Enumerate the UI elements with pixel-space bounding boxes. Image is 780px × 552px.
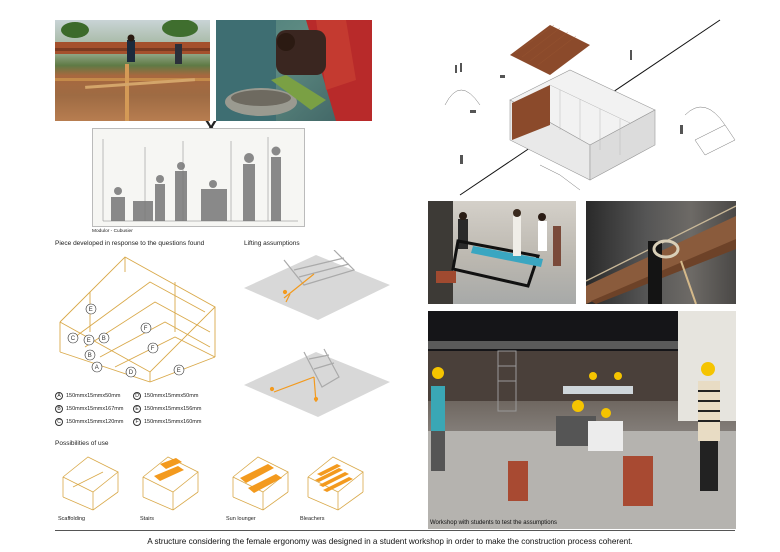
photo-workshop-group xyxy=(428,311,736,529)
modulor-caption: Modulor - Cubusier xyxy=(92,229,133,234)
svg-text:C: C xyxy=(71,336,76,342)
modulor-drawing xyxy=(92,128,305,227)
possibilities-title: Possibilities of use xyxy=(55,440,109,447)
svg-text:E: E xyxy=(87,338,91,344)
divider-line xyxy=(55,530,735,531)
use-label-sun-lounger: Sun lounger xyxy=(226,516,256,522)
axonometric-building-drawing xyxy=(444,19,736,196)
use-label-scaffolding: Scaffolding xyxy=(58,516,86,522)
svg-text:F: F xyxy=(151,346,155,352)
svg-text:D: D xyxy=(129,370,134,376)
lifting-diagram-1 xyxy=(244,250,390,320)
lifting-title: Lifting assumptions xyxy=(244,240,300,247)
svg-text:B: B xyxy=(102,336,106,342)
page-caption: A structure considering the female ergon… xyxy=(147,537,633,546)
piece-title: Piece developed in response to the quest… xyxy=(55,240,205,247)
use-label-stairs: Stairs xyxy=(140,516,155,522)
photo-construction-site xyxy=(55,20,210,121)
lifting-diagram-2 xyxy=(244,348,390,417)
use-stairs-diagram xyxy=(142,456,199,511)
use-scaffolding-diagram xyxy=(62,456,119,511)
photo-rope-detail xyxy=(586,201,736,304)
svg-text:E: E xyxy=(177,368,181,374)
photo-workshop-frame xyxy=(428,201,576,304)
use-sun-lounger-diagram xyxy=(232,456,289,511)
use-bleachers-diagram xyxy=(307,456,364,511)
svg-text:F: F xyxy=(144,326,148,332)
photo-cooking-woman xyxy=(216,20,372,121)
piece-axonometric-diagram: E C E B F F B A D E xyxy=(59,256,216,383)
workshop-caption: Workshop with students to test the assum… xyxy=(430,520,557,526)
svg-text:B: B xyxy=(88,353,92,359)
svg-text:E: E xyxy=(89,307,93,313)
use-label-bleachers: Bleachers xyxy=(300,516,325,522)
svg-text:A: A xyxy=(95,365,99,371)
